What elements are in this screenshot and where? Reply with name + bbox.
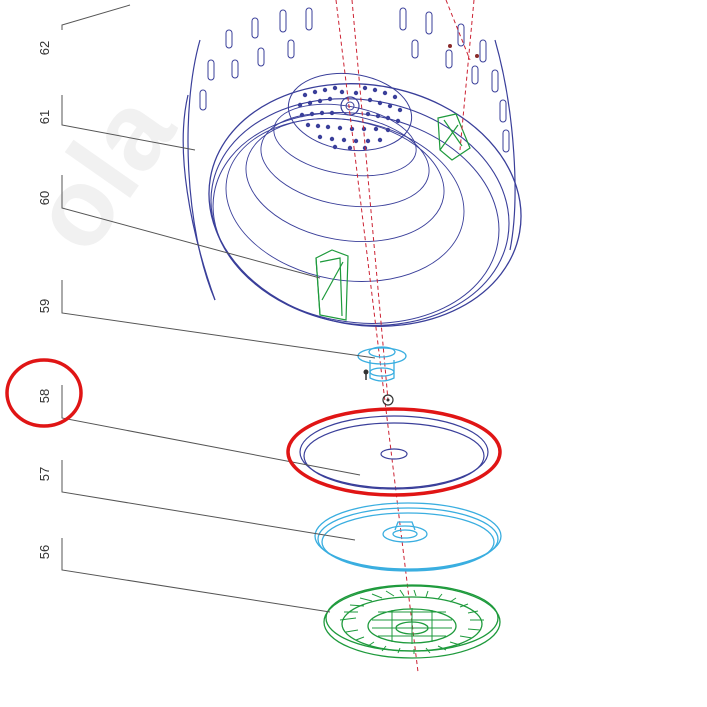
part-58-disc (299, 415, 489, 490)
part-label-58: 58 (37, 389, 52, 403)
highlight-markers (5, 358, 502, 497)
drum-back-perforations (297, 85, 403, 151)
drum-slots (199, 7, 510, 153)
drum-assembly (182, 7, 522, 327)
assembly-axis-lines (335, 0, 475, 673)
watermark: ola (6, 71, 198, 272)
part-label-57: 57 (37, 467, 52, 481)
part-59-hub (357, 346, 407, 382)
washer (382, 394, 394, 406)
part-label-56: 56 (37, 545, 52, 559)
svg-text:ola: ola (6, 71, 198, 272)
part-60-lifter (315, 249, 349, 321)
leader-lines (61, 4, 376, 613)
part-56-vented-disc (323, 584, 501, 659)
screw-icon (363, 369, 369, 380)
lifter-upper (437, 113, 471, 161)
highlight-circle-part-58 (286, 407, 502, 497)
part-label-59: 59 (37, 299, 52, 313)
part-label-61: 61 (37, 110, 52, 124)
highlight-circle-label-58 (5, 358, 83, 428)
part-label-62: 62 (37, 41, 52, 55)
part-number-labels: 62 61 60 59 58 57 56 (37, 41, 52, 559)
part-label-60: 60 (37, 191, 52, 205)
part-57-disc (314, 502, 502, 572)
